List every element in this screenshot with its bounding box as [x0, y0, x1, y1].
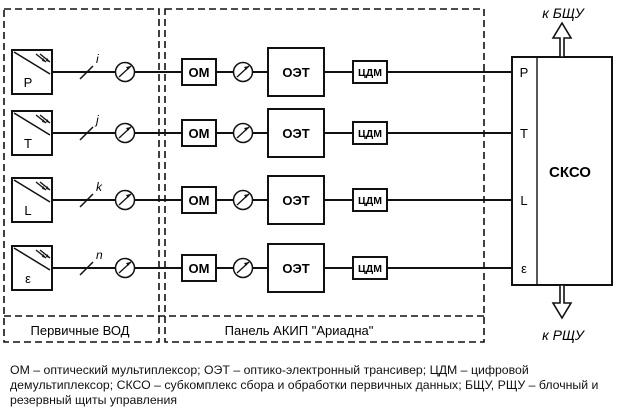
oet-label: ОЭТ — [282, 261, 309, 276]
om-label: ОМ — [189, 261, 210, 276]
attenuator-arrowhead-icon — [126, 194, 131, 198]
cdm-block — [352, 188, 388, 212]
channel-label: n — [96, 248, 103, 262]
sensor-ray-arrowhead-icon — [42, 254, 46, 258]
channel-slash-icon — [79, 261, 94, 276]
channel-label: i — [96, 52, 99, 66]
sensor-diagonal-icon — [13, 51, 51, 75]
channel-slash-icon — [79, 193, 94, 208]
sensor-letter: P — [24, 75, 33, 90]
attenuator-arrowhead-icon — [244, 127, 249, 131]
cdm-label: ЦДМ — [358, 263, 382, 275]
om-label: ОМ — [189, 65, 210, 80]
oet-block — [267, 108, 325, 158]
skso-input-label: P — [520, 65, 529, 80]
oet-label: ОЭТ — [282, 126, 309, 141]
attenuator-arrowhead-icon — [244, 66, 249, 70]
cdm-block — [352, 256, 388, 280]
sensor-diagonal-icon — [13, 247, 51, 271]
sensor-letter: L — [24, 203, 31, 218]
skso-label: СКСО — [549, 164, 591, 181]
skso-input-label: T — [520, 126, 528, 141]
legend-caption: ОМ – оптический мультиплексор; ОЭТ – опт… — [10, 363, 599, 407]
arrow-down-icon — [551, 284, 573, 320]
sensor-diagonal-icon — [13, 112, 51, 136]
oet-label: ОЭТ — [282, 65, 309, 80]
region-sensors-frame — [3, 8, 160, 343]
om-block — [181, 58, 217, 86]
signal-row: ε nОМ ОЭТ ЦДМ ε — [11, 243, 527, 293]
sensor-ray-arrowhead-icon — [42, 186, 46, 190]
oet-block — [267, 243, 325, 293]
om-label: ОМ — [189, 193, 210, 208]
region-panel-frame — [164, 8, 485, 343]
oet-label: ОЭТ — [282, 193, 309, 208]
attenuator-arrowhead-icon — [126, 66, 131, 70]
sensor-letter: T — [24, 136, 32, 151]
oet-block — [267, 175, 325, 225]
sensor-letter: ε — [25, 271, 31, 286]
arrow-up-icon — [551, 21, 573, 58]
cdm-label: ЦДМ — [358, 195, 382, 207]
skso-input-label: ε — [521, 261, 527, 276]
cdm-block — [352, 121, 388, 145]
arrow-bottom-label: к РЩУ — [542, 327, 586, 343]
skso-input-label: L — [520, 193, 527, 208]
attenuator-arrowhead-icon — [244, 262, 249, 266]
region-panel-label: Панель АКИП "Ариадна" — [225, 323, 374, 338]
sensor-ray-arrowhead-icon — [46, 119, 50, 123]
attenuator-arrowhead-icon — [126, 127, 131, 131]
channel-slash-icon — [79, 65, 94, 80]
cdm-label: ЦДМ — [358, 67, 382, 79]
sensor-ray-arrowhead-icon — [46, 186, 50, 190]
om-block — [181, 186, 217, 214]
attenuator-arrowhead-icon — [126, 262, 131, 266]
sensor-ray-arrowhead-icon — [46, 58, 50, 62]
region-sensors-label: Первичные ВОД — [31, 323, 130, 338]
channel-slash-icon — [79, 126, 94, 141]
om-label: ОМ — [189, 126, 210, 141]
oet-block — [267, 47, 325, 97]
skso-block — [511, 56, 613, 286]
attenuator-arrowhead-icon — [244, 194, 249, 198]
cdm-label: ЦДМ — [358, 128, 382, 140]
static-frame — [3, 8, 613, 343]
sensor-ray-arrowhead-icon — [42, 58, 46, 62]
arrow-top-label: к БЩУ — [542, 5, 586, 21]
channel-label: k — [96, 180, 103, 194]
sensor-ray-arrowhead-icon — [46, 254, 50, 258]
om-block — [181, 119, 217, 147]
sensor-ray-arrowhead-icon — [42, 119, 46, 123]
channel-label: j — [94, 113, 99, 127]
cdm-block — [352, 60, 388, 84]
om-block — [181, 254, 217, 282]
sensor-diagonal-icon — [13, 179, 51, 203]
